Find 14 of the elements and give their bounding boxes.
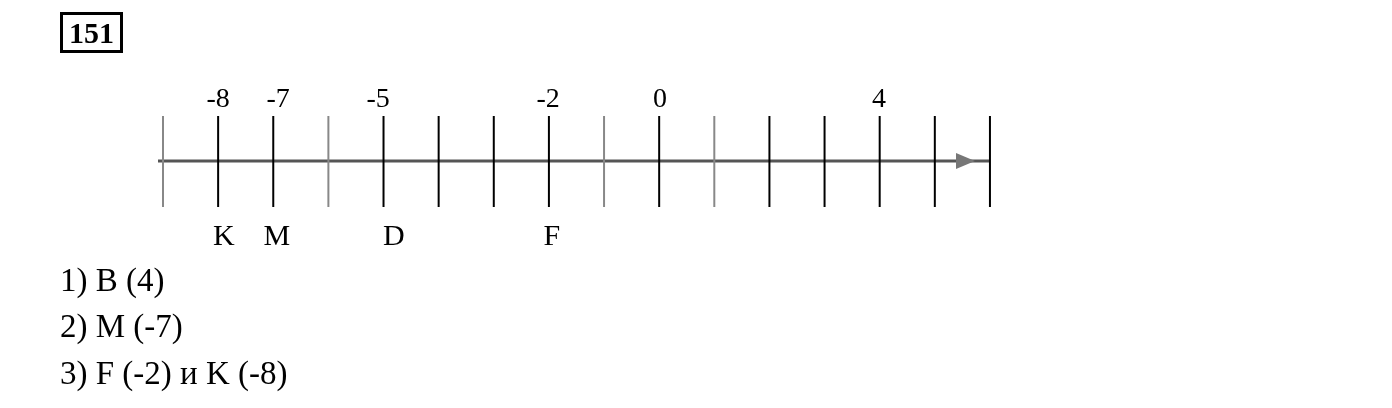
point-label: K bbox=[213, 220, 235, 250]
tick-label: 4 bbox=[872, 84, 886, 112]
problem-number: 151 bbox=[60, 12, 123, 53]
tick-label: 0 bbox=[653, 84, 667, 112]
tick-label: -2 bbox=[536, 84, 560, 112]
point-label: F bbox=[543, 220, 561, 250]
tick-label: -8 bbox=[206, 84, 230, 112]
answer-text: 2) M (-7) bbox=[60, 310, 183, 343]
answer-text: 3) F (-2) и K (-8) bbox=[60, 357, 288, 390]
point-label: M bbox=[263, 220, 291, 250]
tick-label: -5 bbox=[366, 84, 390, 112]
tick-label: -7 bbox=[266, 84, 290, 112]
point-label: D bbox=[383, 220, 405, 250]
answer-text: 1) B (4) bbox=[60, 264, 165, 297]
